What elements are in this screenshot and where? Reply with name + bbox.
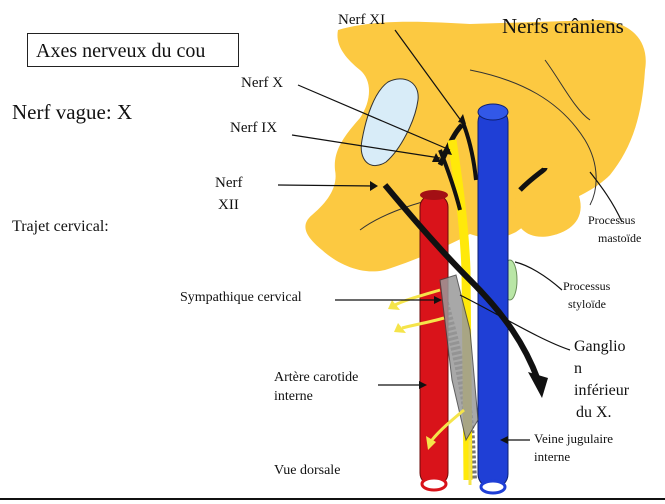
label-vue-dorsale: Vue dorsale — [274, 463, 341, 478]
sympathetic-branch-arrow-1 — [388, 300, 400, 310]
label-ganglion-line3: inférieur — [574, 382, 630, 399]
label-jugulaire-line1: Veine jugulaire — [534, 431, 614, 446]
title-text: Axes nerveux du cou — [36, 40, 206, 62]
label-nerf-vague: Nerf vague: X — [12, 100, 133, 124]
nerve-curl-right — [518, 166, 548, 192]
label-nerf-x: Nerf X — [241, 75, 284, 91]
arrowhead-jugulaire — [500, 436, 508, 444]
label-jugulaire-line2: interne — [534, 449, 571, 464]
jugular-vein-bottom — [479, 479, 507, 495]
leader-mastoide — [589, 171, 623, 223]
skull-contour-line-3 — [544, 59, 591, 121]
skull-base — [305, 20, 646, 272]
arrowhead-nerf-x — [442, 144, 452, 155]
foramen-magnum — [360, 78, 419, 167]
bottom-rule — [0, 498, 665, 500]
title-box: Axes nerveux du cou — [27, 33, 239, 67]
arrowhead-carotide — [419, 381, 427, 389]
glossopharyngeal-nerve — [438, 149, 462, 211]
leader-nerf-ix — [291, 134, 441, 159]
inferior-ganglion-shape — [439, 274, 479, 442]
leader-ganglion — [459, 294, 571, 351]
leader-nerf-xii — [277, 184, 376, 187]
label-ganglion-line1: Ganglio — [574, 338, 626, 355]
accessory-nerve — [460, 119, 478, 181]
sympathetic-branch-arrow-2 — [394, 323, 406, 333]
skull-contour-line — [469, 69, 597, 206]
label-sympathique-cervical: Sympathique cervical — [180, 290, 302, 305]
leader-styloide — [514, 261, 563, 291]
label-nerf-ix: Nerf IX — [230, 120, 278, 136]
sympathetic-branch-3 — [430, 408, 465, 441]
label-nerf-xii-line2: XII — [218, 197, 239, 213]
jugular-vein — [477, 107, 509, 489]
label-ganglion-line4: du X. — [576, 404, 612, 421]
arrowhead-nerf-xi — [458, 114, 466, 124]
label-ganglion-line2: n — [574, 360, 582, 377]
label-processus-styloide-line2: styloïde — [568, 297, 606, 311]
label-processus-mastoide-line1: Processus — [588, 213, 636, 227]
sympathetic-branch-2 — [401, 316, 445, 330]
label-processus-styloide-line1: Processus — [563, 279, 611, 293]
label-trajet-cervical: Trajet cervical: — [12, 218, 109, 235]
sympathetic-branch-arrow-3 — [426, 436, 436, 450]
label-carotide-line2: interne — [274, 389, 313, 404]
arrowhead-nerf-ix — [432, 153, 441, 162]
label-carotide-line1: Artère carotide — [274, 370, 359, 385]
jugular-vein-top — [477, 103, 509, 121]
arrowhead-nerf-xii — [370, 181, 378, 191]
label-nerf-xi: Nerf XI — [338, 12, 386, 28]
label-nerfs-craniens: Nerfs crâniens — [502, 14, 624, 38]
leader-nerf-xi — [394, 29, 463, 123]
leader-lines — [277, 29, 623, 441]
carotid-artery-bottom — [420, 476, 448, 492]
arrowhead-sympathique — [434, 296, 442, 304]
carotid-artery-top — [420, 190, 448, 200]
leader-nerf-x — [297, 84, 451, 151]
label-nerf-xii-line1: Nerf — [215, 175, 243, 191]
label-processus-mastoide-line2: mastoïde — [598, 231, 642, 245]
hypoglossal-nerve — [382, 183, 541, 382]
sympathetic-branch-1 — [394, 288, 441, 307]
hypoglossal-arrowhead — [528, 372, 548, 398]
